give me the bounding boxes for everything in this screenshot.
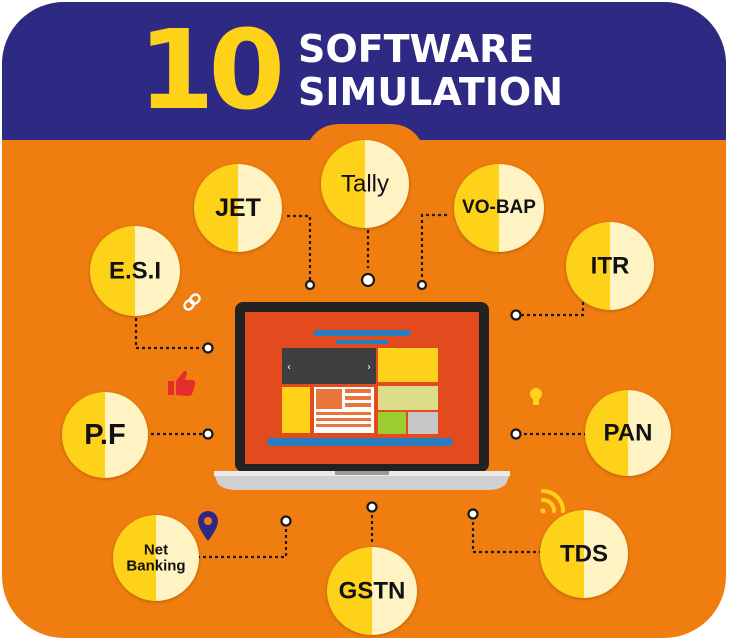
node-pf-label: P.F bbox=[84, 418, 126, 451]
node-itr-label: ITR bbox=[590, 252, 630, 280]
header-title-line1: SOFTWARE bbox=[298, 27, 535, 71]
node-esi-label: E.S.I bbox=[108, 257, 162, 285]
node-pf: P.F bbox=[62, 392, 148, 478]
svg-text:›: › bbox=[367, 362, 371, 373]
node-gstn-label: GSTN bbox=[338, 577, 406, 605]
lightbulb-icon bbox=[530, 388, 542, 405]
link-icon bbox=[183, 293, 201, 311]
node-netbanking-line2: Banking bbox=[126, 557, 186, 574]
node-tds: TDS bbox=[540, 510, 628, 598]
node-pan-label: PAN bbox=[603, 419, 653, 447]
node-itr: ITR bbox=[566, 222, 654, 310]
node-tally-label: Tally bbox=[340, 170, 389, 198]
navy-header bbox=[2, 2, 726, 140]
node-netbanking-line1: Net bbox=[143, 541, 169, 559]
node-vobap-label: VO-BAP bbox=[462, 197, 536, 219]
svg-text:‹: ‹ bbox=[287, 362, 291, 373]
node-vobap: VO-BAP bbox=[454, 164, 544, 252]
node-tally: Tally bbox=[321, 140, 409, 228]
node-jet: JET bbox=[194, 164, 282, 252]
thumbs-up-icon bbox=[168, 370, 196, 396]
node-pan: PAN bbox=[585, 390, 671, 476]
header-number: 10 bbox=[138, 6, 285, 134]
laptop-icon: ‹ › bbox=[214, 302, 510, 490]
header-title-line2: SIMULATION bbox=[298, 70, 564, 114]
connector-lines bbox=[134, 213, 586, 559]
node-netbanking: Net Banking bbox=[113, 515, 199, 601]
node-tds-label: TDS bbox=[560, 540, 608, 568]
node-esi: E.S.I bbox=[90, 226, 180, 316]
connector-dots bbox=[202, 272, 522, 527]
map-pin-icon bbox=[198, 511, 218, 541]
node-gstn: GSTN bbox=[327, 547, 417, 635]
node-netbanking-label: Net Banking bbox=[113, 542, 199, 574]
node-jet-label: JET bbox=[215, 193, 261, 222]
